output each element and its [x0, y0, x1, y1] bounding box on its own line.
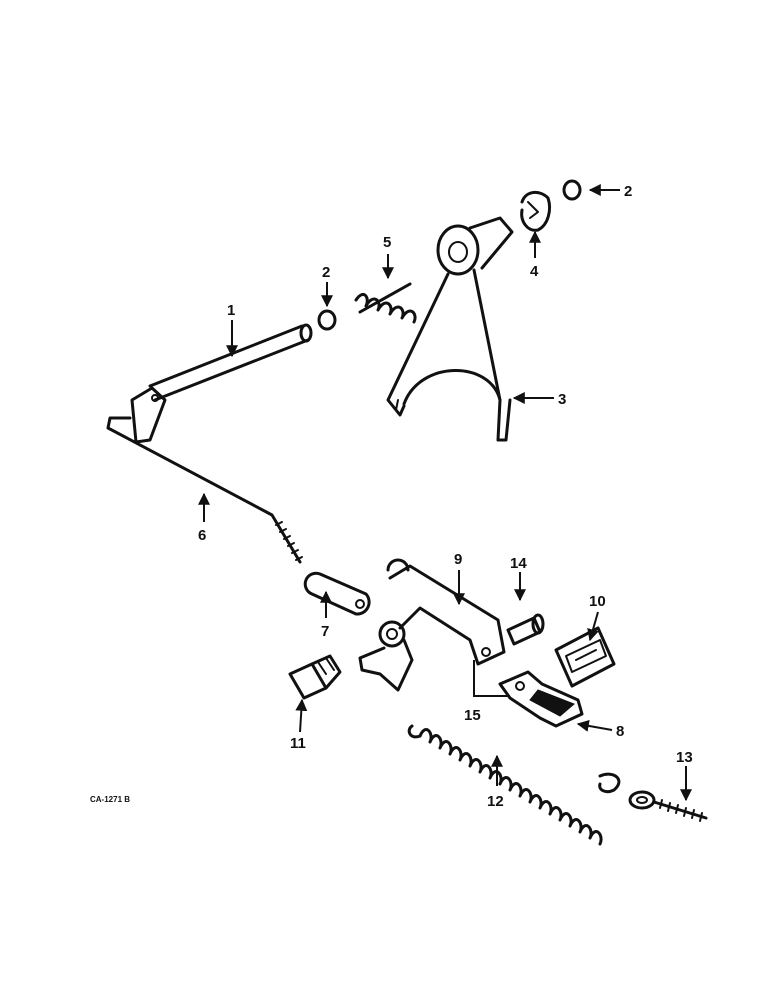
part-13-eye-bolt [628, 790, 708, 822]
part-3-shift-fork [386, 216, 514, 442]
callout-6: 6 [198, 527, 206, 544]
part-12-extension-spring [407, 724, 621, 846]
callout-9: 9 [454, 551, 462, 568]
callout-labels: 1 2 2 3 4 5 6 7 8 9 10 11 12 13 14 15 [198, 183, 693, 810]
part-2-snap-ring-upper [562, 179, 582, 201]
part-2-snap-ring-left [317, 309, 337, 331]
part-9-lever [358, 558, 506, 692]
callout-2-upper: 2 [624, 183, 632, 200]
part-1-shift-rod [130, 323, 313, 444]
callout-13: 13 [676, 749, 693, 766]
callout-15: 15 [464, 707, 481, 724]
callout-14: 14 [510, 555, 527, 572]
callout-3: 3 [558, 391, 566, 408]
callout-4: 4 [530, 263, 539, 280]
callout-7: 7 [321, 623, 329, 640]
part-8-plate [498, 670, 584, 728]
part-4-collar [520, 191, 552, 232]
figure-code: CA-1271 B [90, 795, 130, 804]
callout-8: 8 [616, 723, 624, 740]
callout-2-left: 2 [322, 264, 330, 281]
part-7-clevis-pin [303, 571, 371, 616]
callout-11: 11 [290, 735, 306, 752]
leader-lines [198, 184, 692, 802]
part-5-spring [354, 282, 417, 324]
callout-1: 1 [227, 302, 235, 319]
part-11-bolt [288, 654, 342, 700]
callout-10: 10 [589, 593, 606, 610]
callout-5: 5 [383, 234, 391, 251]
part-10-pad [554, 626, 616, 688]
part-6-control-rod [106, 416, 303, 564]
callout-12: 12 [487, 793, 504, 810]
part-14-pin [506, 613, 545, 646]
